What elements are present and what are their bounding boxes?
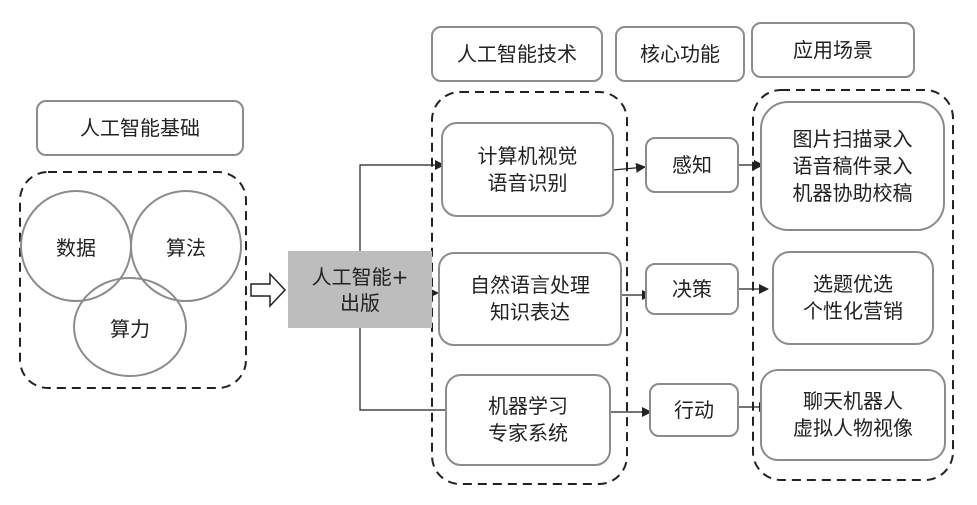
hollow-arrow-icon (250, 272, 287, 308)
tech-box-vision-speech: 计算机视觉 语音识别 (441, 122, 614, 217)
header-core-function: 核心功能 (615, 26, 745, 82)
app-box-input-proofreading: 图片扫描录入 语音稿件录入 机器协助校稿 (760, 101, 945, 231)
branch-line-top (359, 160, 445, 251)
application-group (752, 89, 954, 481)
foundation-group (19, 171, 247, 389)
technology-group (431, 91, 628, 485)
function-box-action: 行动 (649, 383, 739, 437)
header-foundation: 人工智能基础 (36, 100, 244, 156)
header-application: 应用场景 (751, 22, 915, 78)
app-box-topic-marketing: 选题优选 个性化营销 (772, 251, 934, 345)
header-technology: 人工智能技术 (431, 26, 603, 82)
foundation-circle-algorithm: 算法 (130, 190, 242, 302)
foundation-circle-computing-power: 算力 (73, 277, 187, 377)
branch-line-bottom (359, 328, 458, 415)
foundation-label-computing-power: 算力 (110, 316, 150, 341)
foundation-label-algorithm: 算法 (166, 235, 206, 260)
function-box-perception: 感知 (645, 137, 739, 193)
center-box-ai-publishing: 人工智能+ 出版 (288, 251, 432, 328)
foundation-label-data: 数据 (56, 235, 96, 260)
app-box-chatbot-virtual: 聊天机器人 虚拟人物视像 (760, 369, 946, 461)
function-box-decision: 决策 (645, 263, 739, 315)
tech-box-ml-expert: 机器学习 专家系统 (445, 374, 611, 466)
tech-box-nlp-knowledge: 自然语言处理 知识表达 (438, 252, 622, 346)
arrow-tech-to-perception (612, 162, 646, 173)
